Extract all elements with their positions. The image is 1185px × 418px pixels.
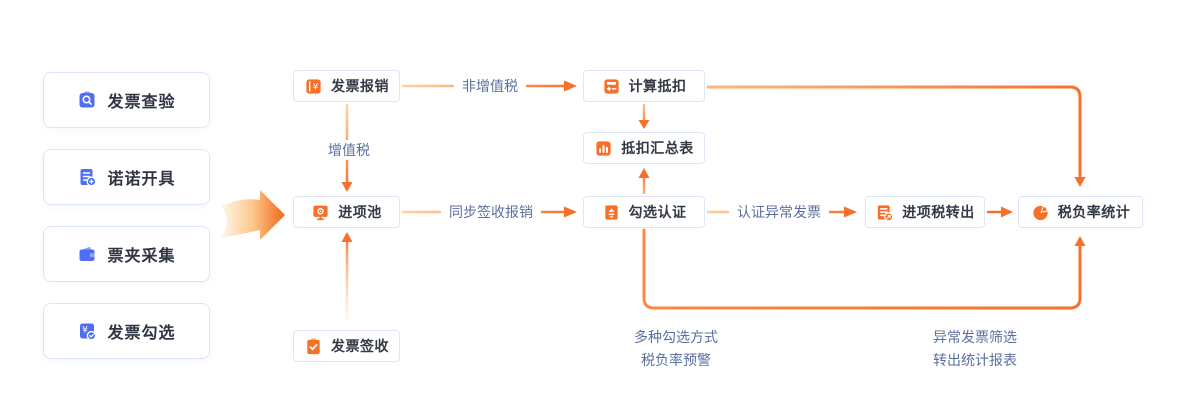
big-feed-arrow	[221, 190, 285, 240]
node-tax-rate-stats: 税负率统计	[1018, 196, 1143, 228]
annotation-line: 税负率预警	[641, 352, 711, 368]
card-label: 发票查验	[107, 94, 176, 111]
edge-calc-to-stats-top	[706, 85, 1086, 187]
node-input-tax-transfer: 进项税转出	[865, 196, 985, 228]
card-invoice-issue: 诺诺开具	[43, 149, 210, 205]
deduction-summary-icon	[596, 140, 611, 156]
invoice-check-icon	[79, 91, 95, 108]
card-label: 诺诺开具	[107, 171, 176, 188]
edge-label-non-vat: 非增值税	[454, 76, 526, 96]
edge-calc-to-summary	[638, 103, 650, 129]
node-label: 计算抵扣	[628, 78, 687, 94]
invoice-issue-icon	[80, 169, 97, 187]
card-label: 发票勾选	[107, 325, 176, 342]
edge-transfer-to-stats	[986, 206, 1013, 218]
annotation-line: 转出统计报表	[933, 352, 1017, 368]
node-check-certify: 勾选认证	[583, 196, 705, 228]
input-pool-icon	[313, 205, 328, 220]
annotation-line: 异常发票筛选	[933, 329, 1017, 345]
edge-certify-to-stats-bottom	[642, 228, 1086, 310]
node-label: 勾选认证	[628, 204, 687, 220]
node-deduction-summary: 抵扣汇总表	[583, 132, 705, 164]
tax-rate-stats-icon	[1033, 205, 1048, 220]
edge-label-certify-abnormal: 认证异常发票	[729, 202, 829, 222]
annotation-certify-features: 多种勾选方式 税负率预警	[634, 326, 718, 372]
node-label: 税负率统计	[1057, 204, 1131, 220]
node-label: 发票签收	[331, 338, 389, 354]
svg-text:¥: ¥	[313, 82, 319, 92]
edge-label-sync-sign-reimburse: 同步签收报销	[441, 202, 541, 222]
check-certify-icon	[604, 204, 618, 220]
invoice-sign-icon	[307, 337, 320, 354]
edge-label-vat: 增值税	[320, 140, 378, 160]
input-tax-transfer-icon	[878, 204, 894, 221]
card-wallet-collect: 票夹采集	[43, 226, 210, 282]
card-invoice-select: ¥ 发票勾选	[43, 303, 210, 359]
node-invoice-sign: 发票签收	[293, 330, 400, 362]
node-label: 进项税转出	[902, 204, 975, 220]
node-calc-deduction: 计算抵扣	[583, 70, 705, 102]
edge-sign-to-pool	[341, 232, 353, 322]
calc-deduction-icon	[603, 78, 619, 94]
annotation-line: 多种勾选方式	[634, 329, 718, 345]
invoice-select-icon: ¥	[80, 323, 97, 341]
card-label: 票夹采集	[107, 248, 176, 265]
svg-text:¥: ¥	[83, 326, 89, 336]
invoice-reimburse-icon: ¥	[306, 78, 321, 94]
annotation-transfer-features: 异常发票筛选 转出统计报表	[933, 326, 1017, 372]
node-label: 发票报销	[331, 78, 389, 94]
node-label: 抵扣汇总表	[621, 140, 694, 156]
card-invoice-check: 发票查验	[43, 72, 210, 128]
edge-certify-to-summary	[638, 168, 650, 195]
wallet-collect-icon	[79, 246, 95, 261]
node-label: 进项池	[338, 204, 382, 220]
node-input-pool: 进项池	[293, 196, 400, 228]
node-invoice-reimburse: ¥ 发票报销	[293, 70, 400, 102]
